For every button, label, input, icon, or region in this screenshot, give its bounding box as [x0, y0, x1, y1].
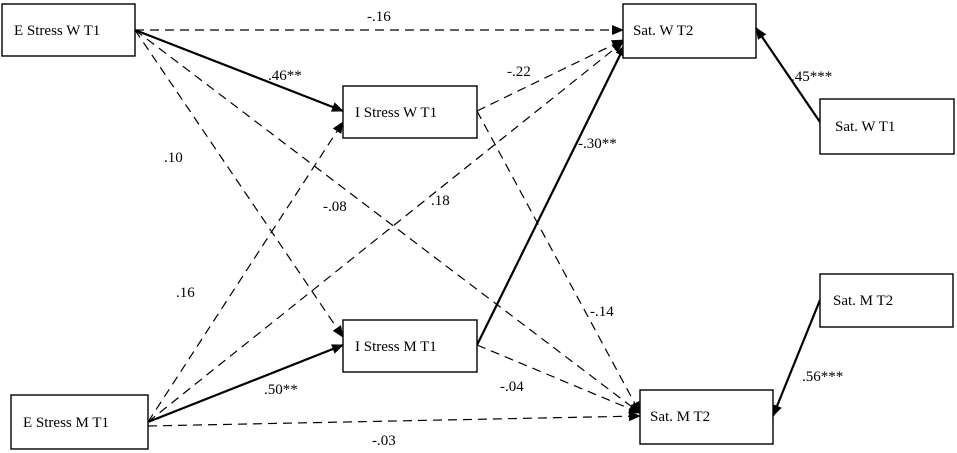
node-sat-m-t2-right: Sat. M T2	[819, 273, 954, 328]
coef-em-satw: .18	[431, 193, 450, 209]
path-satw1-satw2	[755, 27, 823, 126]
path-satm-satm2	[771, 299, 822, 417]
node-label: I Stress M T1	[355, 339, 437, 355]
coef-im-satm: -.04	[500, 379, 524, 395]
coef-satw1-satw2: .45***	[791, 69, 832, 85]
coef-ew-satm: -.08	[323, 199, 347, 215]
node-sat-m-t2: Sat. M T2	[639, 389, 774, 445]
node-label: E Stress M T1	[23, 415, 109, 431]
coef-iw-satw: -.22	[507, 64, 531, 80]
node-e-stress-w-t1: E Stress W T1	[1, 3, 136, 57]
coef-im-satw: -.30**	[578, 136, 617, 152]
coef-iw-satm: -.14	[590, 304, 614, 320]
paths-layer	[134, 25, 823, 427]
node-label: E Stress W T1	[14, 23, 100, 39]
coef-em-iw: .16	[176, 285, 195, 301]
node-i-stress-w-t1: I Stress W T1	[342, 85, 478, 139]
path-ew-satm	[134, 29, 641, 414]
node-i-stress-m-t1: I Stress M T1	[342, 319, 478, 373]
coef-ew-iw: .46**	[268, 68, 302, 84]
path-im-satw	[476, 44, 626, 346]
node-label: Sat. M T2	[833, 293, 893, 309]
path-em-im	[147, 343, 344, 424]
node-label: Sat. W T2	[633, 23, 693, 39]
node-label: Sat. W T1	[835, 119, 895, 135]
path-ew-im	[134, 29, 344, 338]
path-iw-satw	[476, 39, 624, 112]
path-ew-iw	[134, 28, 344, 113]
node-sat-w-t2: Sat. W T2	[622, 3, 757, 59]
coefficients-layer: -.16 .46** .10 -.08 -.22 -.14 .16 .18 .5…	[164, 9, 843, 449]
coef-em-im: .50**	[264, 382, 298, 398]
coef-em-satm: -.03	[372, 433, 396, 449]
nodes-layer: E Stress W T1 I Stress W T1 I Stress M T…	[1, 3, 955, 450]
node-e-stress-m-t1: E Stress M T1	[10, 394, 149, 450]
coef-satm-satm2: .56***	[802, 369, 843, 385]
coef-ew-satw: -.16	[367, 9, 391, 25]
path-em-satw	[147, 41, 624, 423]
node-sat-w-t1: Sat. W T1	[819, 98, 955, 155]
path-iw-satm	[476, 110, 641, 414]
coef-ew-im: .10	[164, 150, 183, 166]
path-em-iw	[147, 121, 344, 423]
node-label: I Stress W T1	[355, 105, 437, 121]
path-em-satm	[147, 411, 641, 427]
node-label: Sat. M T2	[650, 409, 710, 425]
